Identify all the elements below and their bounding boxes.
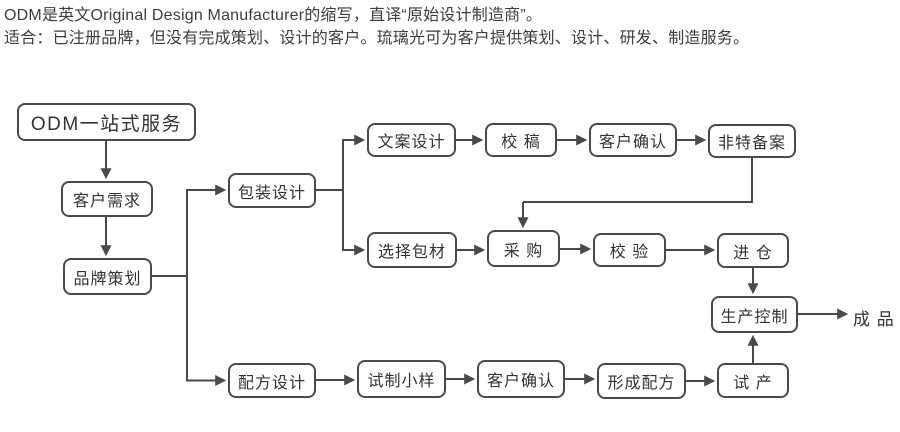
flow-node-customer-confirm-bottom: 客户确认 [477, 360, 565, 398]
flow-node-inspection: 校 验 [593, 233, 666, 267]
flow-node-copy-design: 文案设计 [367, 123, 456, 157]
flow-node-production-control: 生产控制 [711, 296, 798, 333]
flow-node-trial-sample: 试制小样 [357, 360, 446, 398]
header-line-2: 适合：已注册品牌，但没有完成策划、设计的客户。琉璃光可为客户提供策划、设计、研发… [4, 30, 750, 47]
flow-node-formula-design: 配方设计 [228, 363, 316, 398]
flow-node-package-design: 包装设计 [228, 173, 316, 208]
flow-node-odm-service: ODM一站式服务 [17, 103, 196, 141]
flow-node-feite-filing: 非特备案 [708, 124, 796, 158]
flow-node-customer-confirm-top: 客户确认 [589, 123, 677, 157]
flow-node-brand-planning: 品牌策划 [63, 258, 152, 295]
flow-node-customer-needs: 客户需求 [61, 181, 153, 217]
header-line-1: ODM是英文Original Design Manufacturer的缩写，直译… [4, 7, 543, 24]
flow-node-proofreading: 校 稿 [485, 123, 557, 157]
page-header: ODM是英文Original Design Manufacturer的缩写，直译… [4, 4, 896, 50]
flow-node-trial-production: 试 产 [717, 363, 789, 398]
flow-label-finished-product: 成 品 [853, 310, 895, 329]
flow-node-select-packaging: 选择包材 [367, 232, 457, 268]
flow-node-formula-formation: 形成配方 [597, 363, 686, 399]
flow-node-warehouse-in: 进 仓 [717, 233, 789, 268]
flow-node-purchase: 采 购 [487, 230, 560, 267]
